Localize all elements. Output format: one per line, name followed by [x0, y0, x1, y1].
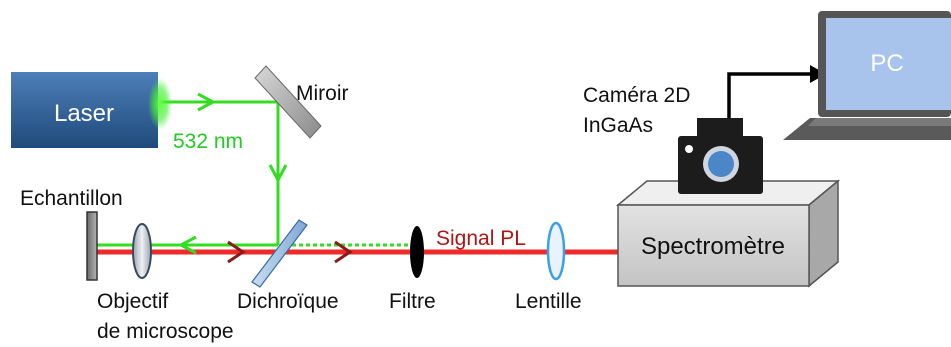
- mirror-label: Miroir: [296, 82, 349, 105]
- wavelength-label: 532 nm: [173, 130, 243, 153]
- arrow-down-icon: [268, 164, 288, 184]
- spectrometer-front: [617, 204, 810, 287]
- arrow-right-icon: [197, 92, 217, 112]
- pc-keyboard-top: [808, 118, 951, 126]
- objective-label-line2: de microscope: [97, 320, 234, 343]
- camera-top: [697, 118, 743, 140]
- dichroic-mirror: [251, 219, 308, 288]
- camera-label-line1: Caméra 2D: [583, 84, 690, 107]
- filter: [410, 226, 424, 278]
- filter-label: Filtre: [389, 290, 436, 313]
- dichroic-label: Dichroïque: [237, 290, 339, 313]
- focusing-lens: [546, 221, 566, 281]
- laser-label: Laser: [54, 100, 114, 127]
- laser-glow: [148, 78, 172, 130]
- camera-label-line2: InGaAs: [583, 114, 653, 137]
- mirror: [254, 65, 322, 139]
- camera-lens-inner: [708, 151, 734, 177]
- lens-label: Lentille: [515, 290, 582, 313]
- arrow-left-icon: [177, 235, 197, 255]
- signal-arrow-icon: [227, 240, 246, 264]
- spectrometer-label: Spectromètre: [641, 233, 785, 260]
- camera-flash: [685, 145, 693, 153]
- sample: [86, 211, 98, 281]
- objective-label-line1: Objectif: [97, 290, 168, 313]
- laser-box: [11, 72, 158, 148]
- sample-label: Echantillon: [20, 187, 123, 210]
- signal-label: Signal PL: [436, 227, 526, 250]
- objective-lens: [132, 223, 152, 279]
- pc-screen: [826, 18, 951, 110]
- camera-cable: [727, 72, 812, 118]
- pc-label: PC: [870, 50, 903, 77]
- signal-arrow-icon: [334, 240, 353, 264]
